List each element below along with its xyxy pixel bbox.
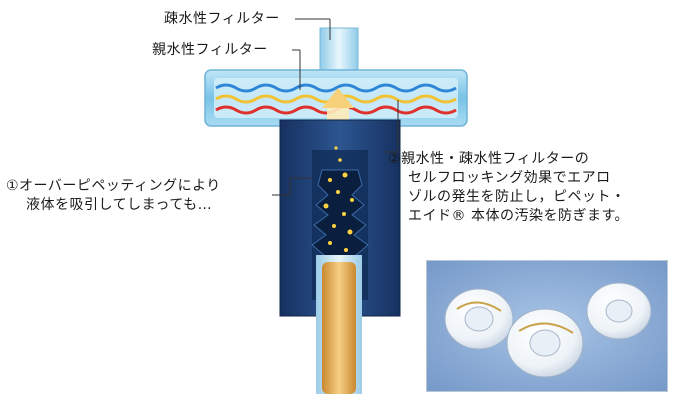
self-locking-line-2: セルフロッキング効果でエアロ — [408, 170, 611, 186]
hydrophobic-filter-label: 疎水性フィルター — [164, 11, 280, 27]
hydrophilic-filter-label: 親水性フィルター — [152, 42, 268, 58]
leader-overpipetting — [272, 177, 312, 196]
hydrophobic-filter-wave — [215, 83, 457, 93]
overpipetting-label: ①オーバーピペッティングにより 液体を吸引してしまっても… — [6, 177, 221, 215]
syringe-filter-photo — [426, 260, 668, 392]
syringe-filter-photo-art — [427, 261, 667, 391]
filter-disc-left — [444, 288, 514, 350]
filter-disc-center — [506, 308, 584, 378]
overpipetting-line-2: 液体を吸引してしまっても… — [26, 197, 213, 213]
pipette-liquid — [322, 262, 356, 394]
self-locking-line-3: ゾルの発生を防止し，ピペット・ — [408, 189, 626, 205]
airflow-arrow-head — [322, 88, 354, 108]
filter-disc-right — [586, 282, 652, 340]
overpipetting-line-1: ①オーバーピペッティングにより — [6, 178, 221, 194]
aerosol-droplets — [323, 146, 354, 252]
self-locking-line-1: ②親水性・疎水性フィルターの — [388, 151, 590, 167]
self-locking-label: ②親水性・疎水性フィルターの セルフロッキング効果でエアロ ゾルの発生を防止し，… — [388, 150, 629, 226]
self-locking-line-4: エイド® 本体の汚染を防ぎます。 — [408, 208, 630, 224]
leader-self-locking — [384, 100, 399, 153]
